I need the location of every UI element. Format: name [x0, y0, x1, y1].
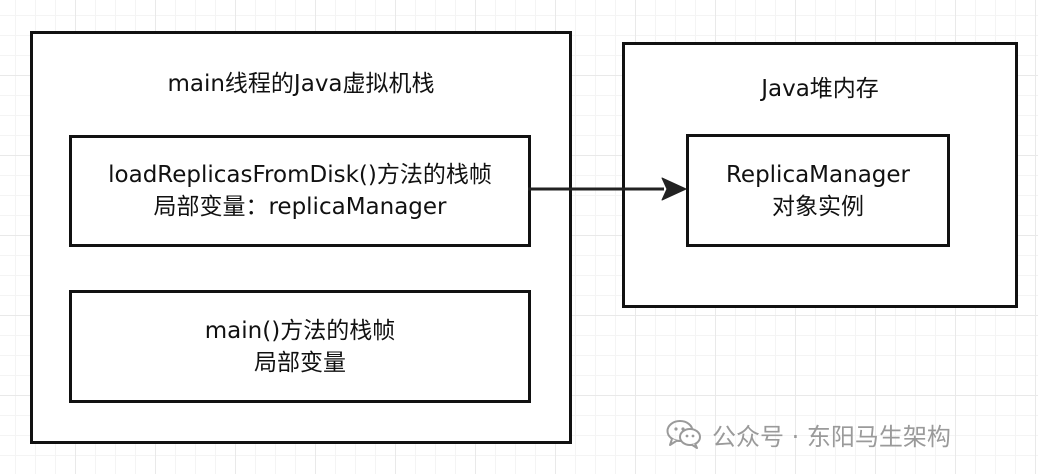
frame-main-line1: main()方法的栈帧 [204, 317, 396, 344]
replica-manager-object-text: ReplicaManager 对象实例 [689, 137, 947, 244]
replica-manager-object: ReplicaManager 对象实例 [686, 134, 950, 247]
replica-manager-object-line2: 对象实例 [772, 193, 864, 220]
frame-main-text: main()方法的栈帧 局部变量 [72, 293, 528, 400]
heap-title: Java堆内存 [761, 76, 879, 102]
wechat-icon [666, 420, 701, 449]
watermark-text: 公众号 · 东阳马生架构 [712, 422, 951, 451]
heap-container: Java堆内存 ReplicaManager 对象实例 [622, 42, 1018, 308]
frame-load-replicas-line2: 局部变量：replicaManager [153, 194, 447, 220]
jvm-stack-title: main线程的Java虚拟机栈 [167, 71, 435, 97]
watermark: 公众号 · 东阳马生架构 [666, 414, 951, 454]
frame-load-replicas-line1: loadReplicasFromDisk()方法的栈帧 [108, 162, 492, 188]
frame-main-line2: 局部变量 [254, 349, 346, 376]
replica-manager-object-line1: ReplicaManager [725, 161, 911, 188]
jvm-stack-container: main线程的Java虚拟机栈 loadReplicasFromDisk()方法… [30, 31, 572, 444]
frame-load-replicas-text: loadReplicasFromDisk()方法的栈帧 局部变量：replica… [72, 138, 528, 244]
frame-main: main()方法的栈帧 局部变量 [69, 290, 531, 403]
frame-load-replicas: loadReplicasFromDisk()方法的栈帧 局部变量：replica… [69, 135, 531, 247]
